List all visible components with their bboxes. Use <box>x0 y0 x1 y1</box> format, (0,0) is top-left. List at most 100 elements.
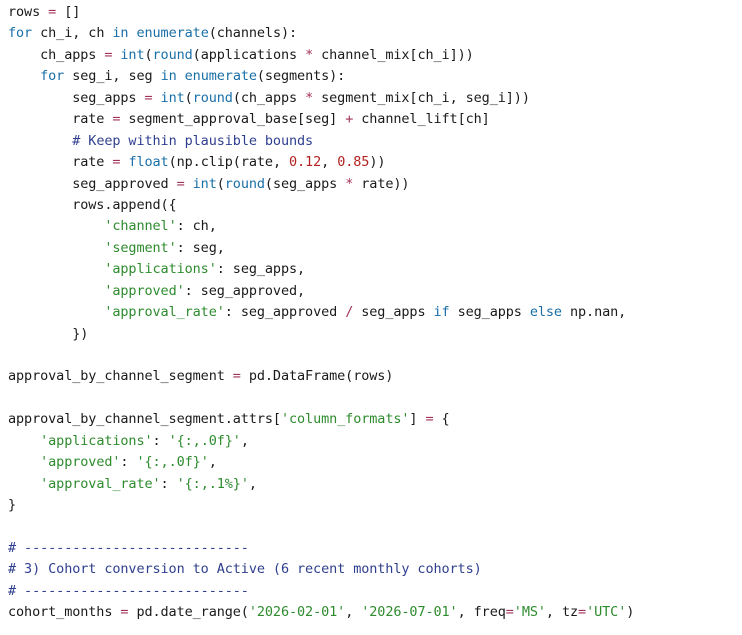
code-line: # ---------------------------- <box>8 581 634 602</box>
code-text: ( <box>184 89 193 106</box>
code-line: rows = [] <box>8 2 634 23</box>
operator: = <box>144 89 153 106</box>
code-text: : <box>120 454 137 471</box>
code-text: rows <box>8 4 49 20</box>
code-text <box>8 283 104 299</box>
code-text <box>185 176 193 192</box>
code-text: rows.append({ <box>8 196 177 213</box>
code-text: ch_i, ch <box>32 25 113 42</box>
operator: * <box>345 175 354 192</box>
code-line: for seg_i, seg in enumerate(segments): <box>8 66 634 87</box>
string: '{:,.0f}' <box>136 454 209 471</box>
code-text: }) <box>8 325 89 342</box>
code-text: rate <box>8 111 113 128</box>
code-text <box>8 261 104 277</box>
code-editor[interactable]: rows = []for ch_i, ch in enumerate(chann… <box>8 2 634 624</box>
operator: = <box>112 111 121 128</box>
code-text: approval_by_channel_segment <box>8 368 233 385</box>
code-line: 'approved': seg_approved, <box>8 281 634 302</box>
code-text: seg_apps <box>449 304 530 321</box>
code-text: seg_i, seg <box>64 68 161 85</box>
builtin: int <box>192 175 217 192</box>
code-text: : ch, <box>176 218 217 235</box>
keyword: if <box>433 304 450 321</box>
code-text: , <box>321 154 338 171</box>
operator: = <box>176 175 185 192</box>
code-line: 'approval_rate': '{:,.1%}', <box>8 474 634 495</box>
code-line: 'segment': seg, <box>8 238 634 259</box>
code-line: ch_apps = int(round(applications * chann… <box>8 45 634 66</box>
code-text: } <box>8 497 17 514</box>
builtin: int <box>120 46 145 63</box>
code-text: { <box>433 411 450 428</box>
code-text: : <box>160 475 177 492</box>
code-text: : seg, <box>176 239 225 256</box>
code-text: (np.clip(rate, <box>168 154 289 171</box>
operator: = <box>425 411 434 428</box>
code-text: , <box>208 454 217 471</box>
string: '{:,.0f}' <box>168 432 241 449</box>
code-text: (seg_apps <box>264 175 346 192</box>
string: 'approved' <box>40 454 121 471</box>
code-text: : seg_approved <box>224 304 346 321</box>
builtin: float <box>128 154 169 171</box>
string: 'approval_rate' <box>40 475 161 492</box>
code-text <box>8 454 40 470</box>
code-line: # ---------------------------- <box>8 538 634 559</box>
code-text <box>8 304 104 320</box>
code-line: } <box>8 495 634 516</box>
code-text <box>8 240 104 256</box>
builtin: round <box>192 89 233 106</box>
code-text: ] <box>409 411 426 428</box>
code-line: # Keep within plausible bounds <box>8 131 634 152</box>
operator: = <box>104 46 113 63</box>
code-text: [] <box>56 4 81 20</box>
operator: = <box>505 604 514 621</box>
code-text: rate)) <box>353 175 410 192</box>
code-line: 'approved': '{:,.0f}', <box>8 452 634 473</box>
code-line: # 3) Cohort conversion to Active (6 rece… <box>8 559 634 580</box>
operator: = <box>112 154 121 171</box>
code-line: 'channel': ch, <box>8 216 634 237</box>
operator: * <box>305 89 314 106</box>
code-text: , freq <box>457 604 506 621</box>
code-text <box>8 133 72 149</box>
code-text: segment_mix[ch_i, seg_i])) <box>313 89 530 106</box>
string: 'channel' <box>104 218 177 235</box>
code-text: )) <box>369 154 386 171</box>
operator: = <box>120 604 129 621</box>
code-line: cohort_months = pd.date_range('2026-02-0… <box>8 602 634 623</box>
code-text: ch_apps <box>8 46 105 63</box>
code-line: ​ <box>8 388 634 409</box>
code-line: 'approval_rate': seg_approved / seg_apps… <box>8 302 634 323</box>
code-line: rows.append({ <box>8 195 634 216</box>
code-text: seg_apps <box>8 89 145 106</box>
code-text: : seg_apps, <box>216 261 306 278</box>
code-text: cohort_months <box>8 604 121 621</box>
code-text <box>8 68 40 84</box>
number: 0.85 <box>337 154 370 171</box>
code-line: 'applications': '{:,.0f}', <box>8 431 634 452</box>
comment: # ---------------------------- <box>8 539 249 556</box>
code-text: (segments): <box>256 68 346 85</box>
code-line: approval_by_channel_segment = pd.DataFra… <box>8 366 634 387</box>
code-line: for ch_i, ch in enumerate(channels): <box>8 23 634 44</box>
keyword: in <box>160 68 177 85</box>
string: 'applications' <box>40 432 153 449</box>
code-text <box>8 433 40 449</box>
code-text: pd.date_range( <box>128 604 249 621</box>
builtin: round <box>152 46 193 63</box>
string: 'approved' <box>104 282 185 299</box>
code-line: rate = segment_approval_base[seg] + chan… <box>8 109 634 130</box>
code-text: (channels): <box>208 25 298 42</box>
keyword: for <box>40 68 65 85</box>
code-text: ( <box>144 46 153 63</box>
builtin: enumerate <box>136 25 209 42</box>
code-text: pd.DataFrame(rows) <box>240 368 394 385</box>
code-line: 'applications': seg_apps, <box>8 259 634 280</box>
operator: = <box>48 4 57 20</box>
code-text: np.nan, <box>561 304 627 321</box>
code-line: rate = float(np.clip(rate, 0.12, 0.85)) <box>8 152 634 173</box>
operator: = <box>232 368 241 385</box>
